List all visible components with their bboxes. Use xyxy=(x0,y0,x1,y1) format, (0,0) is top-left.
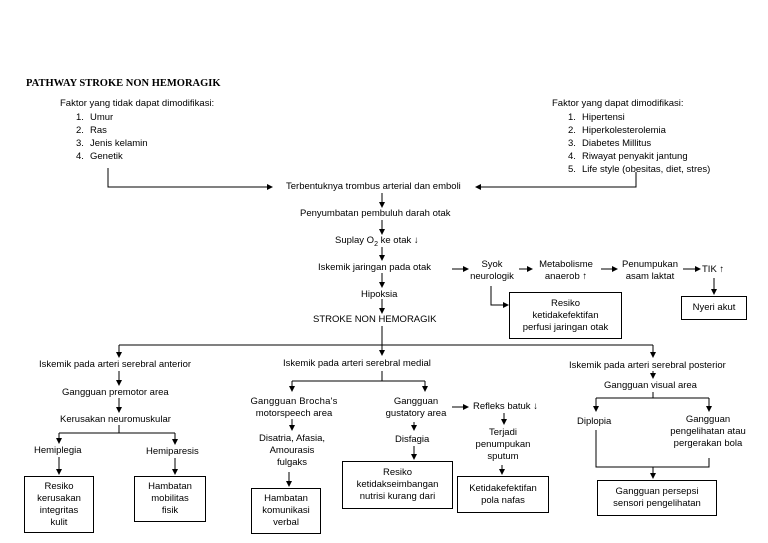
visual-area-node: Gangguan visual area xyxy=(604,380,697,391)
list-item: 1.Umur xyxy=(76,112,114,123)
hemiplegia-node: Hemiplegia xyxy=(34,445,82,456)
modifiable-factors-heading: Faktor yang dapat dimodifikasi: xyxy=(552,98,684,109)
neuromuscular-damage-node: Kerusakan neuromuskular xyxy=(60,414,171,425)
brain-ischemia-node: Iskemik jaringan pada otak xyxy=(318,262,432,273)
list-item: 2.Ras xyxy=(76,125,107,136)
medial-ischemia-node: Iskemik pada arteri serebral medial xyxy=(283,358,431,369)
list-item: 3.Jenis kelamin xyxy=(76,138,148,149)
hypoxia-node: Hipoksia xyxy=(361,289,398,300)
stroke-node: STROKE NON HEMORAGIK xyxy=(313,314,437,325)
dysphagia-node: Disfagia xyxy=(395,434,430,445)
anterior-ischemia-node: Iskemik pada arteri serebral anterior xyxy=(39,359,192,370)
list-item: 4.Genetik xyxy=(76,151,123,162)
acute-pain-diagnosis: Nyeri akut xyxy=(681,296,747,320)
list-item: 5.Life style (obesitas, diet, stres) xyxy=(568,164,711,175)
modifiable-factors-list: 1.Hipertensi 2.Hiperkolesterolemia 3.Dia… xyxy=(568,111,710,176)
unmodifiable-factors-heading: Faktor yang tidak dapat dimodifikasi: xyxy=(60,98,215,109)
list-item: 2.Hiperkolesterolemia xyxy=(568,125,666,136)
cough-reflex-node: Refleks batuk ↓ xyxy=(473,401,538,412)
list-item: 3.Diabetes Millitus xyxy=(568,138,652,149)
oxygen-supply-node: Suplay O2 ke otak ↓ xyxy=(335,235,419,248)
list-item: 1.Hipertensi xyxy=(568,112,625,123)
hemiparesis-node: Hemiparesis xyxy=(146,446,199,457)
page-title: PATHWAY STROKE NON HEMORAGIK xyxy=(26,78,221,89)
unmodifiable-factors-list: 1.Umur 2.Ras 3.Jenis kelamin 4.Genetik xyxy=(76,111,148,163)
diplopia-node: Diplopia xyxy=(577,416,612,427)
occlusion-node: Penyumbatan pembuluh darah otak xyxy=(300,208,451,219)
premotor-disorder-node: Gangguan premotor area xyxy=(62,387,169,398)
thrombus-node: Terbentuknya trombus arterial dan emboli xyxy=(286,181,461,192)
tik-node: TIK ↑ xyxy=(702,264,725,275)
list-item: 4.Riwayat penyakit jantung xyxy=(568,151,688,162)
posterior-ischemia-node: Iskemik pada arteri serebral posterior xyxy=(569,360,726,371)
